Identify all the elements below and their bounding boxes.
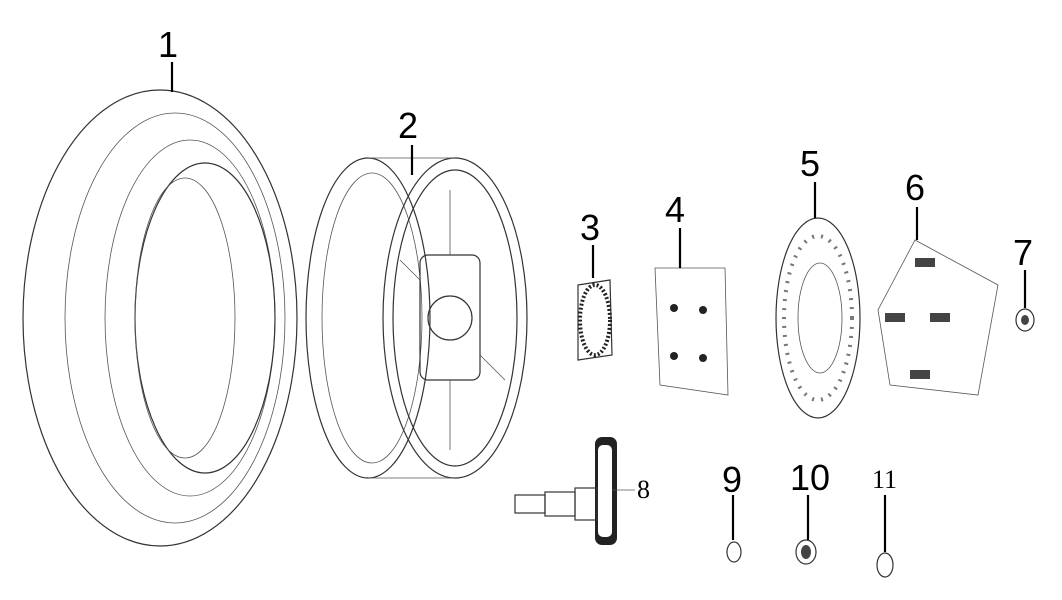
bolt-set-6: [877, 239, 999, 396]
brake-disc: [775, 217, 861, 419]
callout-3: 3: [580, 207, 600, 248]
callout-2: 2: [398, 105, 418, 146]
callout-10: 10: [790, 457, 830, 498]
callout-8: 8: [637, 475, 650, 504]
tire: [22, 89, 298, 547]
nut-7: [1015, 308, 1035, 332]
ring-part: [577, 279, 613, 361]
callout-11: 11: [872, 465, 897, 494]
ring-11: [876, 552, 894, 578]
callout-1: 1: [158, 24, 178, 65]
callout-9: 9: [722, 459, 742, 500]
callout-6: 6: [905, 167, 925, 208]
callout-7: 7: [1013, 232, 1033, 273]
valve-part: [514, 437, 617, 545]
callout-5: 5: [800, 143, 820, 184]
washer-9: [726, 541, 742, 563]
bolt-set-4: [654, 267, 729, 396]
nut-10: [795, 539, 817, 565]
rim: [305, 157, 528, 479]
callout-4: 4: [665, 189, 685, 230]
